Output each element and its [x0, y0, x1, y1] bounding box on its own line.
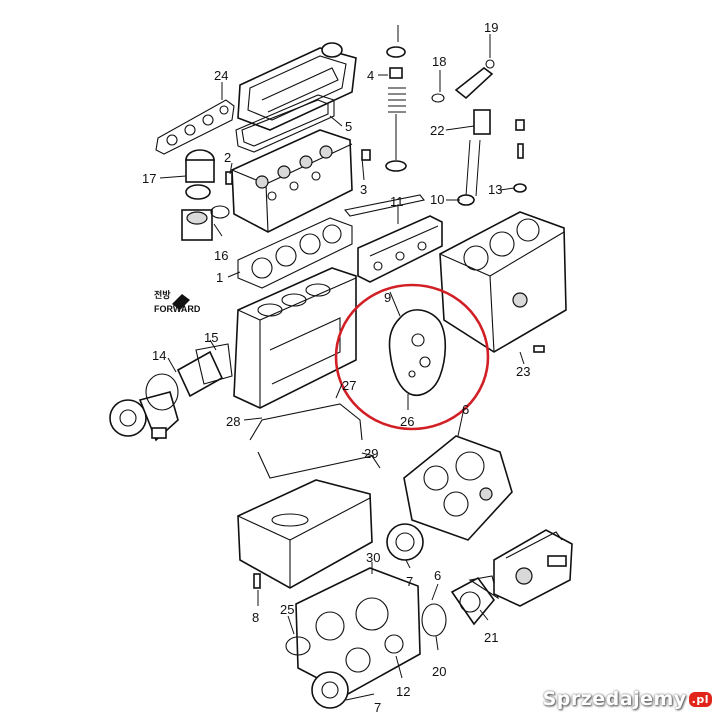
part-labels: 1 2 3 4 5 6 6 7 7 8 9 10 11 12 13 14 15 … [142, 20, 530, 715]
rocker-gasket [235, 94, 335, 153]
timing-gasket-26 [388, 309, 447, 396]
oil-pan-gasket [249, 403, 381, 479]
label-part-2: 2 [224, 150, 231, 165]
forward-arrow-icon [172, 294, 190, 310]
leader-lines [159, 25, 525, 701]
forward-korean-label: 전방 [154, 289, 171, 300]
label-part-24: 24 [214, 68, 228, 83]
label-part-26: 26 [400, 414, 414, 429]
thermostat-housing [181, 149, 230, 241]
label-part-17: 17 [142, 171, 156, 186]
label-part-11: 11 [390, 194, 404, 209]
label-part-22: 22 [430, 123, 444, 138]
o-ring [421, 603, 447, 637]
crank-pulley [285, 636, 349, 709]
head-gasket [237, 217, 353, 289]
label-part-6b: 6 [434, 568, 441, 583]
label-part-7a: 7 [406, 574, 413, 589]
label-part-29: 29 [364, 446, 378, 461]
label-part-6a: 6 [462, 402, 469, 417]
forward-label: FORWARD [154, 304, 201, 314]
cylinder-head [231, 129, 353, 233]
label-part-21: 21 [484, 630, 498, 645]
label-part-19: 19 [484, 20, 498, 35]
label-part-16: 16 [214, 248, 228, 263]
label-part-5: 5 [345, 119, 352, 134]
engine-block-right [439, 211, 567, 353]
label-part-14: 14 [152, 348, 166, 363]
label-part-1: 1 [216, 270, 223, 285]
label-part-12: 12 [396, 684, 410, 699]
label-part-7b: 7 [374, 700, 381, 715]
timing-case [403, 435, 513, 541]
watermark-suffix: .pl [688, 691, 712, 707]
watermark-brand: Sprzedajemy [542, 688, 687, 710]
manifold-gasket [155, 99, 235, 155]
label-part-3: 3 [360, 182, 367, 197]
pump-gear-cover [450, 575, 499, 626]
label-part-4: 4 [367, 68, 374, 83]
label-part-23: 23 [516, 364, 530, 379]
label-part-28: 28 [226, 414, 240, 429]
label-part-15: 15 [204, 330, 218, 345]
water-pump [109, 343, 233, 442]
injector [431, 59, 495, 206]
label-part-18: 18 [432, 54, 446, 69]
rocker-cover [237, 42, 357, 131]
label-part-27: 27 [342, 378, 356, 393]
label-part-10: 10 [430, 192, 444, 207]
highlight-circle [334, 283, 490, 431]
label-part-9: 9 [384, 290, 391, 305]
label-part-20: 20 [432, 664, 446, 679]
watermark-logo: Sprzedajemy .pl [543, 688, 712, 710]
exhaust-manifold [343, 194, 443, 283]
front-cover [295, 567, 421, 695]
cover-plate [386, 523, 424, 561]
oil-pan [237, 479, 373, 589]
label-part-8: 8 [252, 610, 259, 625]
label-part-30: 30 [366, 550, 380, 565]
injection-pump [493, 529, 573, 607]
label-part-13: 13 [488, 182, 502, 197]
valve-assembly [385, 46, 407, 172]
label-part-25: 25 [280, 602, 294, 617]
